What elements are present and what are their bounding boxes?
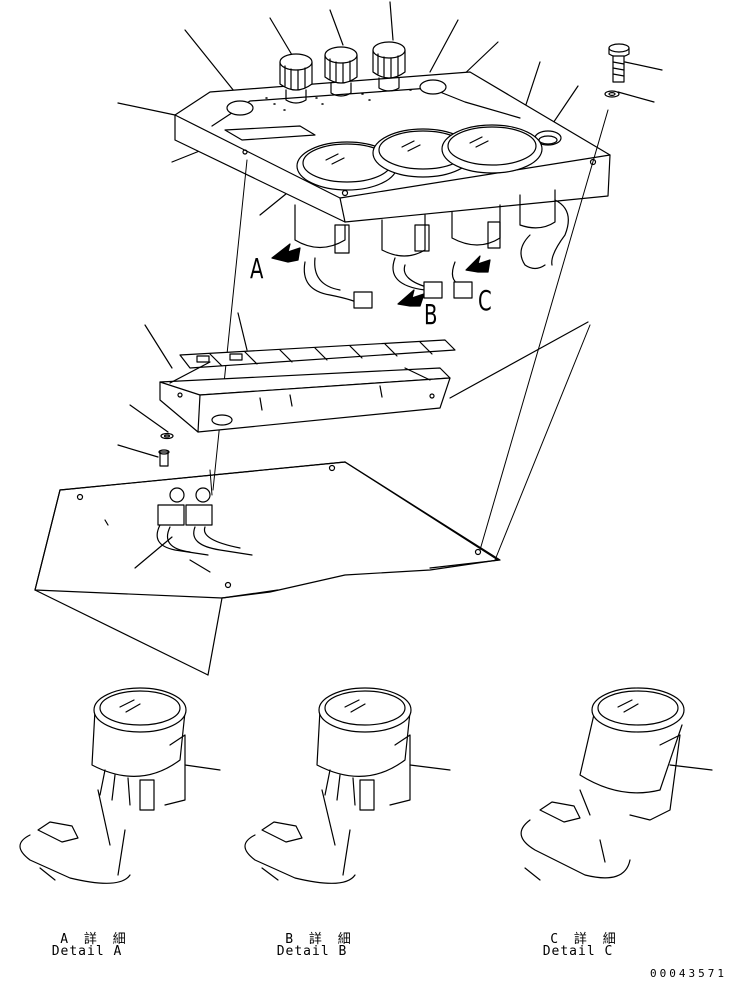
detail-a-subtitle: Detail A xyxy=(51,944,123,959)
panel-gauges xyxy=(297,125,542,190)
detail-b-subtitle: Detail B xyxy=(276,944,348,959)
bracket-bolt xyxy=(159,434,173,467)
document-id: 00043571 xyxy=(650,967,727,980)
leader-lines xyxy=(118,2,662,568)
lamp-sockets xyxy=(157,488,252,572)
detail-b-title: B 詳 細 xyxy=(285,932,355,947)
detail-c-title: C 詳 細 xyxy=(550,932,620,947)
assembly-lines xyxy=(210,110,608,560)
screw xyxy=(605,44,629,97)
lower-housing xyxy=(35,462,500,675)
detail-a-title: A 詳 細 xyxy=(60,932,130,947)
lamp-bracket xyxy=(160,362,450,432)
detail-a-drawing xyxy=(20,688,220,883)
detail-c-subtitle: Detail C xyxy=(542,944,614,959)
view-arrows xyxy=(272,244,490,306)
switch-knobs xyxy=(266,42,411,110)
gauge-bodies xyxy=(295,190,568,308)
detail-c-drawing xyxy=(521,688,712,880)
callout-a: A xyxy=(250,252,264,285)
callout-c: C xyxy=(478,284,492,317)
detail-b-drawing xyxy=(245,688,450,883)
lamp-strip xyxy=(180,340,455,368)
callout-b: B xyxy=(424,298,438,331)
